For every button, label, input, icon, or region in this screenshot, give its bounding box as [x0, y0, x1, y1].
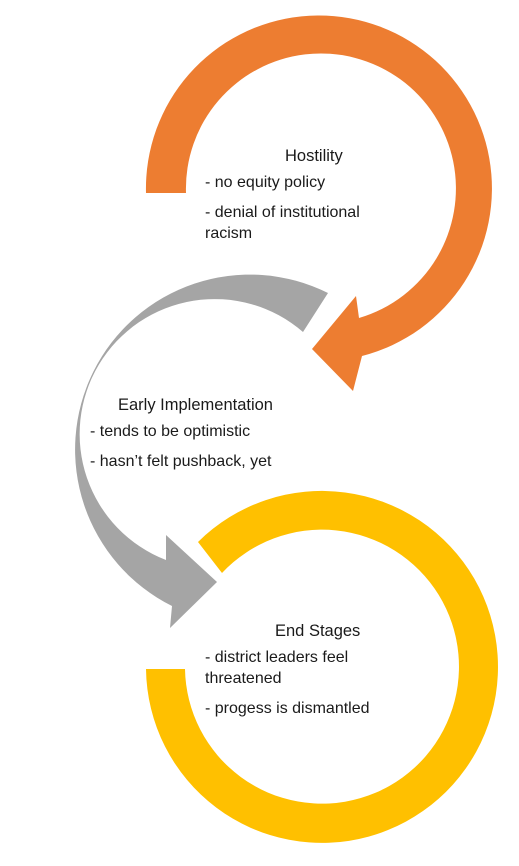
- stage-title: Hostility: [285, 147, 343, 165]
- stage-bullet: - progess is dismantled: [205, 700, 370, 717]
- hostility-circular-arrow: [145, 15, 492, 391]
- stage-title: End Stages: [275, 622, 361, 640]
- stage-hostility: Hostility - no equity policy - denial of…: [205, 146, 410, 253]
- stage-bullet: - hasn’t felt pushback, yet: [90, 453, 272, 470]
- early-implementation-circular-arrow: [75, 274, 328, 628]
- stage-early-implementation: Early Implementation - tends to be optim…: [90, 395, 330, 481]
- stage-bullet: - denial of institutional racism: [205, 204, 360, 242]
- stage-bullet: - district leaders feel threatened: [205, 649, 349, 687]
- stage-end-stages: End Stages - district leaders feel threa…: [205, 621, 420, 728]
- stage-title: Early Implementation: [118, 396, 273, 414]
- stage-bullet: - tends to be optimistic: [90, 423, 251, 440]
- stage-bullet: - no equity policy: [205, 174, 326, 191]
